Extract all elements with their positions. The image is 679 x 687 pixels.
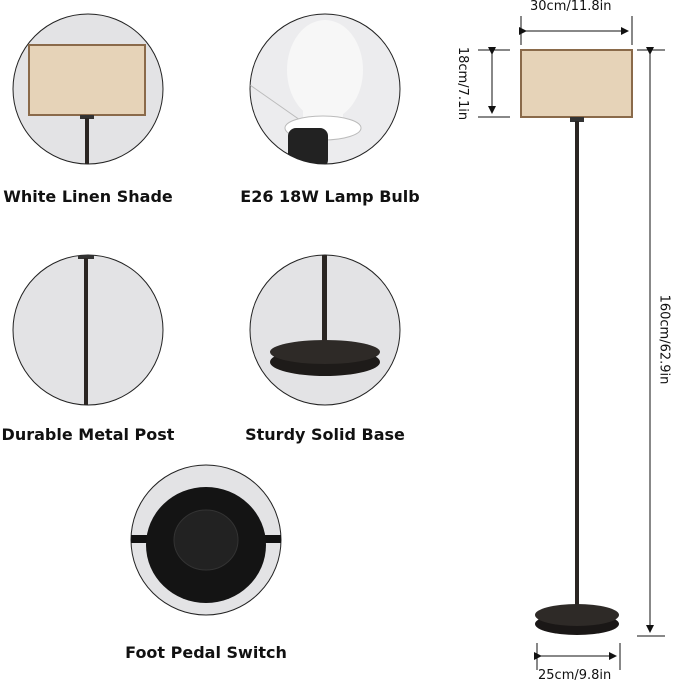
- dimension-lines: [478, 16, 665, 670]
- feature-label: White Linen Shade: [3, 187, 173, 206]
- bulb-detail-circle: [249, 13, 401, 165]
- base-detail-circle: [249, 254, 401, 406]
- feature-label: E26 18W Lamp Bulb: [240, 187, 420, 206]
- switch-detail-circle: [130, 464, 282, 616]
- floor-lamp: [520, 49, 633, 635]
- post-detail-circle: [12, 254, 164, 406]
- shade-width-label: 30cm/11.8in: [530, 0, 612, 14]
- feature-label: Foot Pedal Switch: [125, 643, 287, 662]
- total-height-label: 160cm/62.9in: [656, 294, 672, 385]
- shade-height-label: 18cm/7.1in: [455, 46, 471, 121]
- feature-label: Durable Metal Post: [1, 425, 175, 444]
- base-width-label: 25cm/9.8in: [538, 668, 612, 683]
- feature-label: Sturdy Solid Base: [245, 425, 405, 444]
- shade-detail-circle: [12, 13, 164, 165]
